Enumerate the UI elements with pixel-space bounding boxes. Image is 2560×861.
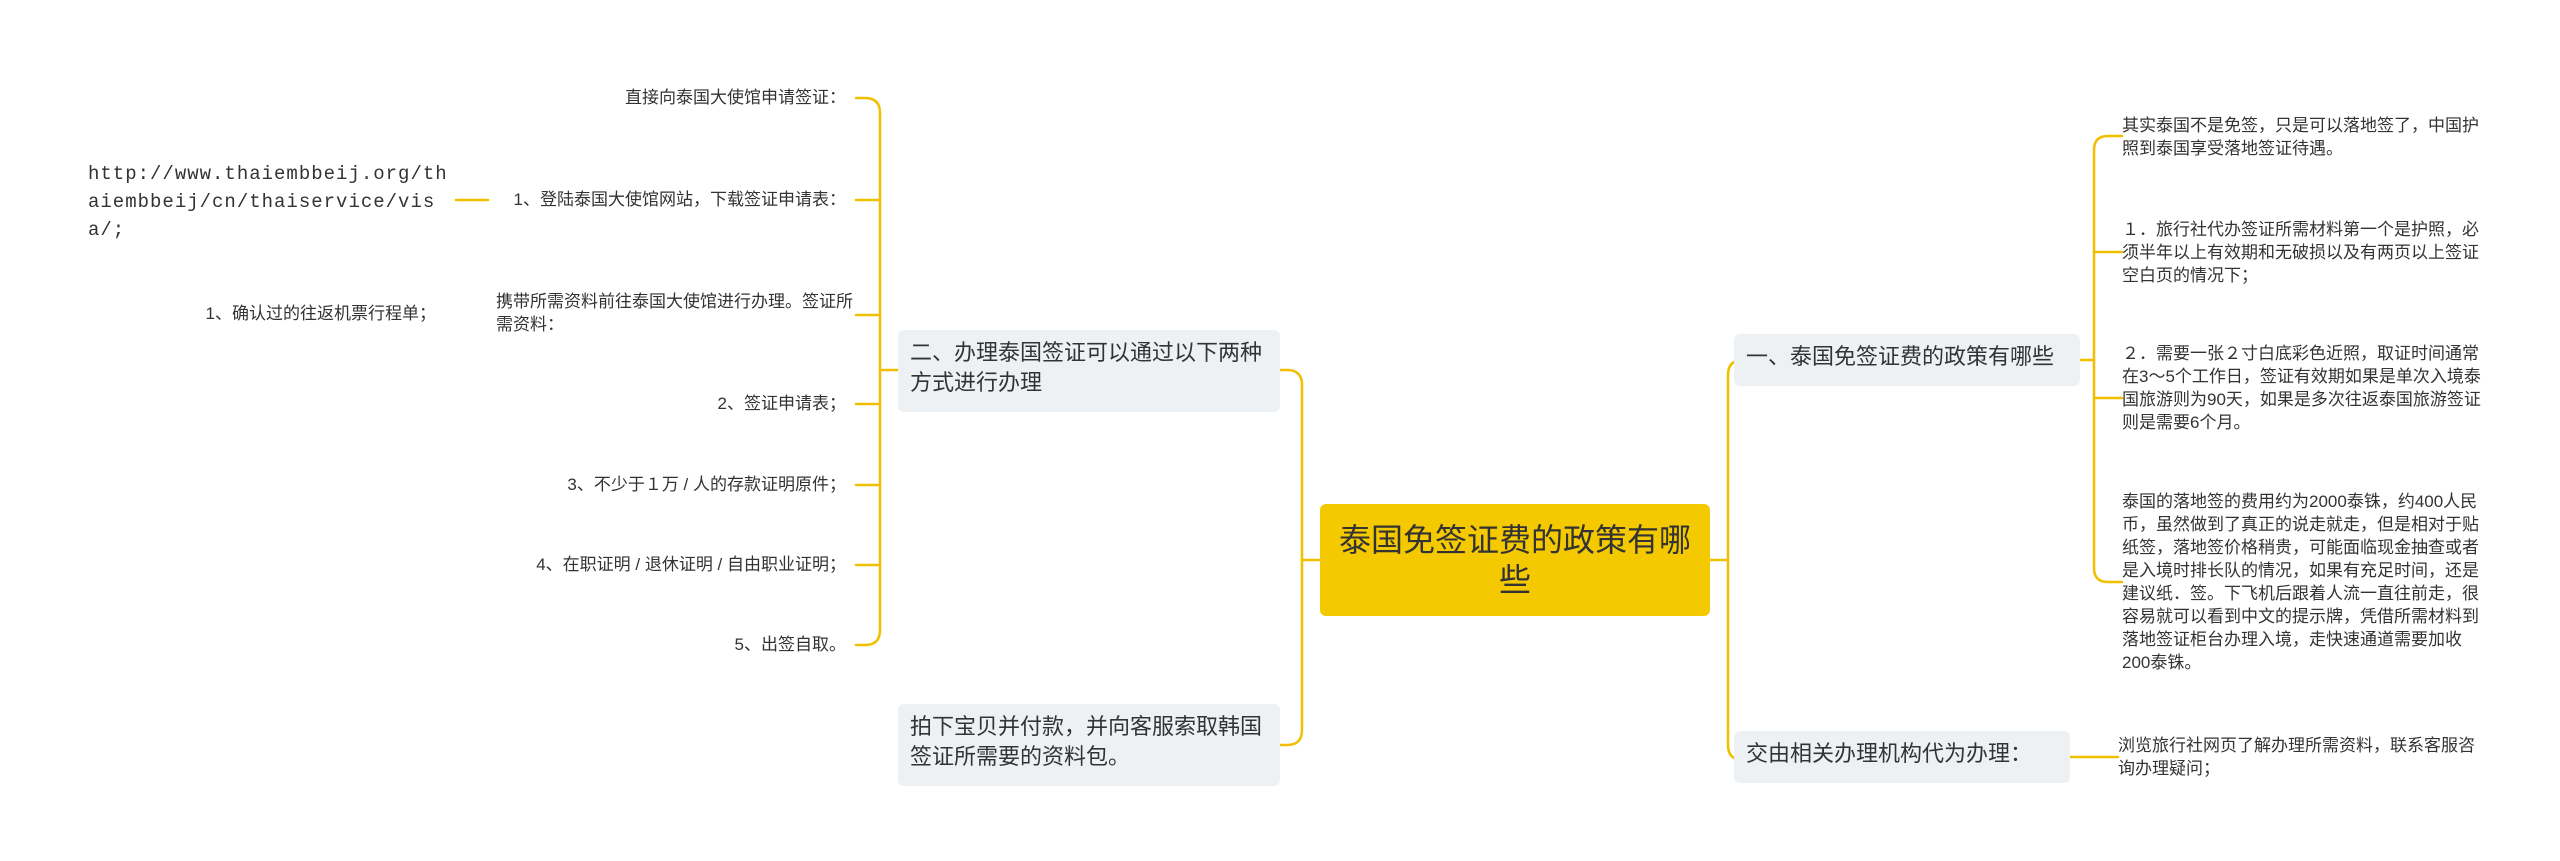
leaf-ticket-itinerary-text: 1、确认过的往返机票行程单； [205, 304, 436, 323]
leaf-employment-proof-text: 4、在职证明 / 退休证明 / 自由职业证明； [536, 555, 846, 574]
leaf-photo-requirement[interactable]: ２．需要一张２寸白底彩色近照，取证时间通常在3～5个工作日，签证有效期如果是单次… [2122, 342, 2484, 434]
leaf-employment-proof[interactable]: 4、在职证明 / 退休证明 / 自由职业证明； [440, 553, 846, 576]
leaf-pickup[interactable]: 5、出签自取。 [600, 633, 846, 656]
branch-right-policy[interactable]: 一、泰国免签证费的政策有哪些 [1734, 334, 2080, 386]
leaf-apply-embassy-text: 直接向泰国大使馆申请签证： [625, 88, 846, 107]
leaf-deposit-proof-text: 3、不少于１万 / 人的存款证明原件； [567, 475, 846, 494]
branch-left-online-purchase[interactable]: 拍下宝贝并付款，并向客服索取韩国签证所需要的资料包。 [898, 704, 1280, 786]
leaf-not-visa-free-text: 其实泰国不是免签，只是可以落地签了，中国护照到泰国享受落地签证待遇。 [2122, 116, 2479, 158]
leaf-browse-agency[interactable]: 浏览旅行社网页了解办理所需资料，联系客服咨询办理疑问； [2118, 734, 2488, 780]
leaf-deposit-proof[interactable]: 3、不少于１万 / 人的存款证明原件； [480, 473, 846, 496]
leaf-ticket-itinerary[interactable]: 1、确认过的往返机票行程单； [150, 302, 436, 325]
leaf-embassy-url[interactable]: http://www.thaiembbeij.org/thaiembbeij/c… [88, 160, 450, 244]
leaf-landing-visa-cost[interactable]: 泰国的落地签的费用约为2000泰铢，约400人民币，虽然做到了真正的说走就走，但… [2122, 490, 2484, 674]
root-topic[interactable]: 泰国免签证费的政策有哪些 [1320, 504, 1710, 616]
branch-right-agency[interactable]: 交由相关办理机构代为办理： [1734, 731, 2070, 783]
branch-right-policy-label: 一、泰国免签证费的政策有哪些 [1746, 344, 2055, 369]
branch-left-methods-label: 二、办理泰国签证可以通过以下两种方式进行办理 [910, 340, 1263, 395]
leaf-bring-materials-text: 携带所需资料前往泰国大使馆进行办理。签证所需资料： [496, 292, 853, 334]
leaf-browse-agency-text: 浏览旅行社网页了解办理所需资料，联系客服咨询办理疑问； [2118, 736, 2475, 778]
leaf-not-visa-free[interactable]: 其实泰国不是免签，只是可以落地签了，中国护照到泰国享受落地签证待遇。 [2122, 114, 2482, 160]
leaf-application-form-text: 2、签证申请表； [717, 394, 846, 413]
leaf-pickup-text: 5、出签自取。 [734, 635, 846, 654]
leaf-passport-requirement-text: １．旅行社代办签证所需材料第一个是护照，必须半年以上有效期和无破损以及有两页以上… [2122, 220, 2479, 285]
root-topic-label: 泰国免签证费的政策有哪些 [1338, 522, 1691, 598]
branch-left-methods[interactable]: 二、办理泰国签证可以通过以下两种方式进行办理 [898, 330, 1280, 412]
leaf-embassy-url-text: http://www.thaiembbeij.org/thaiembbeij/c… [88, 163, 448, 241]
leaf-download-form-text: 1、登陆泰国大使馆网站，下载签证申请表： [513, 190, 846, 209]
leaf-bring-materials[interactable]: 携带所需资料前往泰国大使馆进行办理。签证所需资料： [496, 290, 856, 336]
leaf-apply-embassy[interactable]: 直接向泰国大使馆申请签证： [540, 86, 846, 109]
leaf-passport-requirement[interactable]: １．旅行社代办签证所需材料第一个是护照，必须半年以上有效期和无破损以及有两页以上… [2122, 218, 2484, 287]
branch-left-online-purchase-label: 拍下宝贝并付款，并向客服索取韩国签证所需要的资料包。 [910, 714, 1263, 769]
leaf-photo-requirement-text: ２．需要一张２寸白底彩色近照，取证时间通常在3～5个工作日，签证有效期如果是单次… [2122, 344, 2481, 432]
leaf-landing-visa-cost-text: 泰国的落地签的费用约为2000泰铢，约400人民币，虽然做到了真正的说走就走，但… [2122, 492, 2479, 672]
leaf-application-form[interactable]: 2、签证申请表； [540, 392, 846, 415]
leaf-download-form[interactable]: 1、登陆泰国大使馆网站，下载签证申请表： [488, 188, 846, 211]
branch-right-agency-label: 交由相关办理机构代为办理： [1746, 741, 2033, 766]
